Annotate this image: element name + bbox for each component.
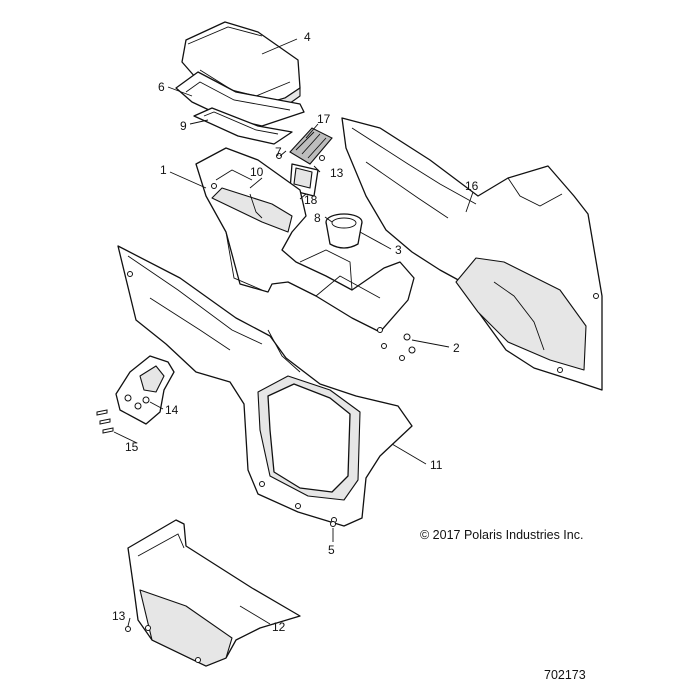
callout-labels: 4 6 9 17 7 1 10 13 18 8 3 16 2 14 15 11 … — [112, 30, 479, 634]
cupholder-insert — [289, 127, 333, 165]
callout-3: 3 — [395, 243, 402, 257]
figure-number: 702173 — [544, 668, 586, 682]
callout-7: 7 — [275, 145, 282, 159]
callout-1: 1 — [160, 163, 167, 177]
callout-8: 8 — [314, 211, 321, 225]
center-console — [195, 147, 415, 333]
callout-6: 6 — [158, 80, 165, 94]
callout-12: 12 — [272, 620, 286, 634]
callout-17: 17 — [317, 112, 331, 126]
cup-holder — [325, 213, 363, 249]
callout-13-top: 13 — [330, 166, 344, 180]
copyright-notice: © 2017 Polaris Industries Inc. — [420, 528, 583, 542]
callout-16: 16 — [465, 179, 479, 193]
lid-seal — [193, 107, 293, 145]
callout-10: 10 — [250, 165, 264, 179]
fasteners — [96, 153, 416, 632]
callout-5: 5 — [328, 543, 335, 557]
callout-2: 2 — [453, 341, 460, 355]
callout-13-bottom: 13 — [112, 609, 126, 623]
callout-18: 18 — [304, 193, 318, 207]
lid-liner — [175, 71, 305, 127]
callout-4: 4 — [304, 30, 311, 44]
right-side-panel — [341, 117, 603, 391]
skid-plate — [127, 519, 301, 667]
callout-15: 15 — [125, 440, 139, 454]
left-floor-panel — [117, 245, 413, 527]
callout-9: 9 — [180, 119, 187, 133]
callout-14: 14 — [165, 403, 179, 417]
callout-11: 11 — [430, 458, 443, 472]
leader-lines — [113, 38, 474, 627]
